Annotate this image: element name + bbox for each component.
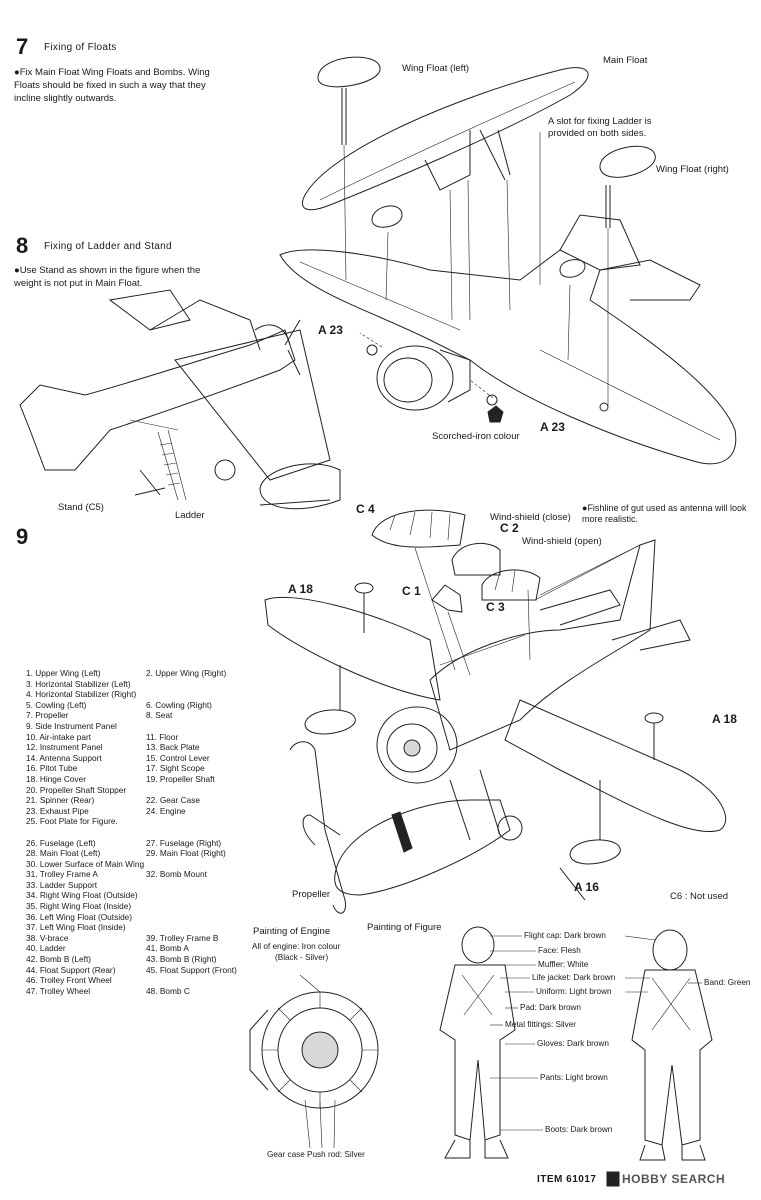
label-c6-not-used: C6 : Not used xyxy=(670,891,729,902)
parts-row: 1. Upper Wing (Left)2. Upper Wing (Right… xyxy=(26,668,227,678)
parts-row: 5. Cowling (Left)6. Cowling (Right) xyxy=(26,699,212,710)
part-c1: C 1 xyxy=(402,584,421,598)
parts-row: 33. Ladder Support xyxy=(26,879,98,890)
step-8-note: ●Use Stand as shown in the figure when t… xyxy=(14,265,201,289)
paint-muffler: Muffler: White xyxy=(538,960,589,969)
label-main-float: Main Float xyxy=(603,55,648,66)
parts-row: 28. Main Float (Left)29. Main Float (Rig… xyxy=(26,848,226,859)
part-a23-left: A 23 xyxy=(318,323,343,337)
pilot-figure-front-drawing xyxy=(439,926,516,1159)
parts-row: 26. Fuselage (Left)27. Fuselage (Right) xyxy=(26,837,222,848)
paint-face: Face: Flesh xyxy=(538,946,581,955)
parts-row xyxy=(26,827,237,838)
step-7-title: Fixing of Floats xyxy=(44,42,117,53)
step9-wing-left-drawing xyxy=(264,596,441,701)
parts-row: 36. Left Wing Float (Outside) xyxy=(26,911,133,922)
canopy-c3-drawing xyxy=(481,569,541,601)
part-a23-right: A 23 xyxy=(540,420,565,434)
label-propeller: Propeller xyxy=(292,889,331,900)
label-windshield-open: Wind-shield (open) xyxy=(522,536,602,547)
bullet-icon: ● xyxy=(14,265,20,276)
label-windshield-close: Wind-shield (close) xyxy=(490,512,571,523)
step-9-number: 9 xyxy=(16,524,29,549)
propeller-drawing xyxy=(289,741,347,914)
pilot-figure-back-drawing xyxy=(631,929,713,1161)
engine-gear-case-note: Gear case Push rod: Silver xyxy=(267,1150,365,1159)
parts-row: 34. Right Wing Float (Outside) xyxy=(26,890,138,901)
step9-main-float-drawing xyxy=(334,799,511,896)
parts-row: 30. Lower Surface of Main Wing xyxy=(26,858,145,869)
aircraft-side-drawing xyxy=(19,329,296,471)
engine-painting-title: Painting of Engine xyxy=(253,926,331,937)
engine-cowling-drawing xyxy=(376,345,454,411)
engine-painting-line1: All of engine: Iron colour xyxy=(252,942,341,951)
paint-pad: Pad: Dark brown xyxy=(520,1003,581,1012)
label-stand: Stand (C5) xyxy=(58,502,104,513)
main-float-drawing xyxy=(301,67,589,211)
parts-row: 3. Horizontal Stabilizer (Left) xyxy=(26,678,131,689)
label-scorched-iron: Scorched-iron colour xyxy=(432,431,520,442)
part-a16: A 16 xyxy=(574,880,599,894)
paint-metal-fittings: Metal fittings: Silver xyxy=(505,1020,576,1029)
step9-cowling-drawing xyxy=(376,706,458,784)
parts-row: 35. Right Wing Float (Inside) xyxy=(26,901,132,912)
paint-band: Band: Green xyxy=(704,978,751,987)
parts-row: 42. Bomb B (Left)43. Bomb B (Right) xyxy=(26,954,217,965)
figure-painting-title: Painting of Figure xyxy=(367,922,442,933)
step9-wing-right-drawing xyxy=(504,699,727,832)
step-8-number: 8 xyxy=(16,233,29,258)
engine-painting-line2: (Black - Silver) xyxy=(275,953,329,962)
paint-flight-cap: Flight cap: Dark brown xyxy=(524,931,606,940)
parts-list: 1. Upper Wing (Left)2. Upper Wing (Right… xyxy=(26,668,237,996)
step9-fuselage-drawing xyxy=(429,539,656,751)
bullet-icon: ● xyxy=(14,67,20,78)
paint-boots: Boots: Dark brown xyxy=(545,1125,613,1134)
parts-row: 21. Spinner (Rear)22. Gear Case xyxy=(26,795,200,806)
part-a18-left: A 18 xyxy=(288,582,313,596)
paint-gloves: Gloves: Dark brown xyxy=(537,1039,609,1048)
parts-row: 4. Horizontal Stabilizer (Right) xyxy=(26,689,137,700)
parts-row: 9. Side Instrument Panel xyxy=(26,720,117,731)
part-c4: C 4 xyxy=(356,502,375,516)
part-a18-right: A 18 xyxy=(712,712,737,726)
part-c3: C 3 xyxy=(486,600,505,614)
paint-uniform: Uniform: Light brown xyxy=(536,987,612,996)
canopy-close-drawing xyxy=(371,509,466,548)
parts-row: 20. Propeller Shaft Stopper xyxy=(26,784,127,795)
label-slot-note: A slot for fixing Ladder is provided on … xyxy=(548,116,652,139)
parts-row: 44. Float Support (Rear)45. Float Suppor… xyxy=(26,964,237,975)
step-8-title: Fixing of Ladder and Stand xyxy=(44,241,172,252)
parts-row: 46. Trolley Front Wheel xyxy=(26,975,112,986)
parts-row: 37. Left Wing Float (Inside) xyxy=(26,922,126,933)
canopy-open-drawing xyxy=(451,542,501,576)
step-7-number: 7 xyxy=(16,34,29,59)
watermark-logo: HOBBY SEARCH xyxy=(622,1172,726,1186)
wing-float-left-drawing xyxy=(317,56,381,88)
label-wing-float-left: Wing Float (left) xyxy=(402,63,470,74)
part-c2: C 2 xyxy=(500,521,519,535)
wing-float-right-drawing xyxy=(599,145,656,178)
parts-row: 25. Foot Plate for Figure. xyxy=(26,816,118,827)
paint-pants: Pants: Light brown xyxy=(540,1073,608,1082)
item-number: ITEM 61017 xyxy=(537,1174,597,1185)
label-wing-float-right: Wing Float (right) xyxy=(656,164,729,175)
step-7-note: ●Fix Main Float Wing Floats and Bombs. W… xyxy=(14,67,210,104)
bullet-icon: ● xyxy=(582,503,588,513)
fishline-note: ●Fishline of gut used as antenna will lo… xyxy=(582,503,747,524)
paint-life-jacket: Life jacket: Dark brown xyxy=(532,973,616,982)
main-wing-underside-drawing xyxy=(279,249,737,465)
label-ladder: Ladder xyxy=(175,510,205,521)
